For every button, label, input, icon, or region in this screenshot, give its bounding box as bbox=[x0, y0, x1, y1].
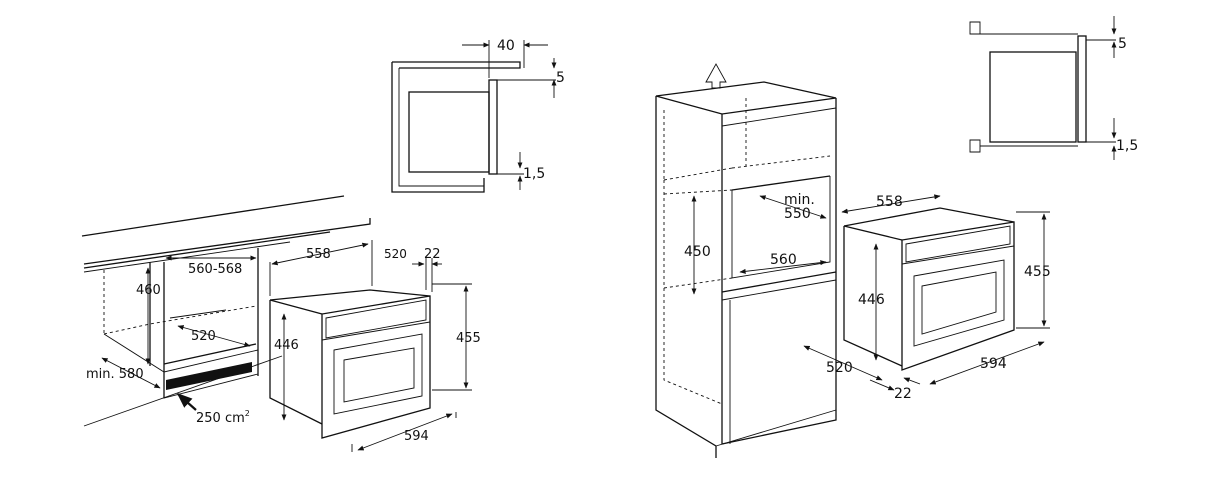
right-oven-front-width-label: 594 bbox=[980, 356, 1007, 372]
left-section-detail: 40 5 1,5 bbox=[391, 38, 565, 193]
right-oven-depth-front-label: 520 bbox=[826, 360, 853, 376]
left-oven-depth-body-label: 558 bbox=[306, 247, 331, 262]
left-cabinet-depth-label: 520 bbox=[191, 329, 216, 344]
right-cabinet-width-label: 560 bbox=[770, 252, 797, 268]
left-vent-area-label: 250 cm2 bbox=[196, 409, 250, 426]
left-gap-bottom-label: 1,5 bbox=[523, 166, 545, 182]
left-gap-top-label: 40 bbox=[497, 38, 515, 54]
left-cabinet-width-label: 560-568 bbox=[188, 262, 242, 277]
left-oven-panel-label: 22 bbox=[424, 247, 441, 262]
right-gap-bottom-label: 1,5 bbox=[1116, 138, 1138, 154]
left-oven-drawing: 558 520 22 446 455 594 bbox=[269, 240, 481, 452]
right-oven-front-height-label: 455 bbox=[1024, 264, 1051, 280]
right-cabinet-height-label: 450 bbox=[684, 244, 711, 260]
right-cabinet-drawing: 450 560 min. 550 bbox=[655, 63, 837, 458]
left-cabinet-drawing: 460 560-568 520 min. 580 250 cm2 bbox=[81, 195, 371, 427]
right-gap-top-label: 5 bbox=[1118, 36, 1127, 52]
right-oven-body-height-label: 446 bbox=[858, 292, 885, 308]
left-oven-body-height-label: 446 bbox=[274, 338, 299, 353]
right-section-detail: 5 1,5 bbox=[969, 16, 1138, 160]
left-vent-area-value: 250 cm bbox=[196, 411, 245, 426]
right-oven-depth-body-label: 558 bbox=[876, 194, 903, 210]
left-oven-front-height-label: 455 bbox=[456, 331, 481, 346]
left-gap-side-label: 5 bbox=[556, 70, 565, 86]
left-oven-depth-front-label: 520 bbox=[384, 247, 407, 261]
right-min-depth-value: 550 bbox=[784, 206, 811, 222]
left-cabinet-height-label: 460 bbox=[136, 283, 161, 298]
right-min-depth-label: min. bbox=[784, 192, 815, 208]
left-oven-front-width-label: 594 bbox=[404, 429, 429, 444]
left-vent-area-superscript: 2 bbox=[245, 409, 250, 418]
right-oven-drawing: 558 446 455 520 22 594 bbox=[803, 194, 1051, 402]
left-min-depth-label: min. 580 bbox=[86, 367, 144, 382]
right-oven-panel-label: 22 bbox=[894, 386, 912, 402]
